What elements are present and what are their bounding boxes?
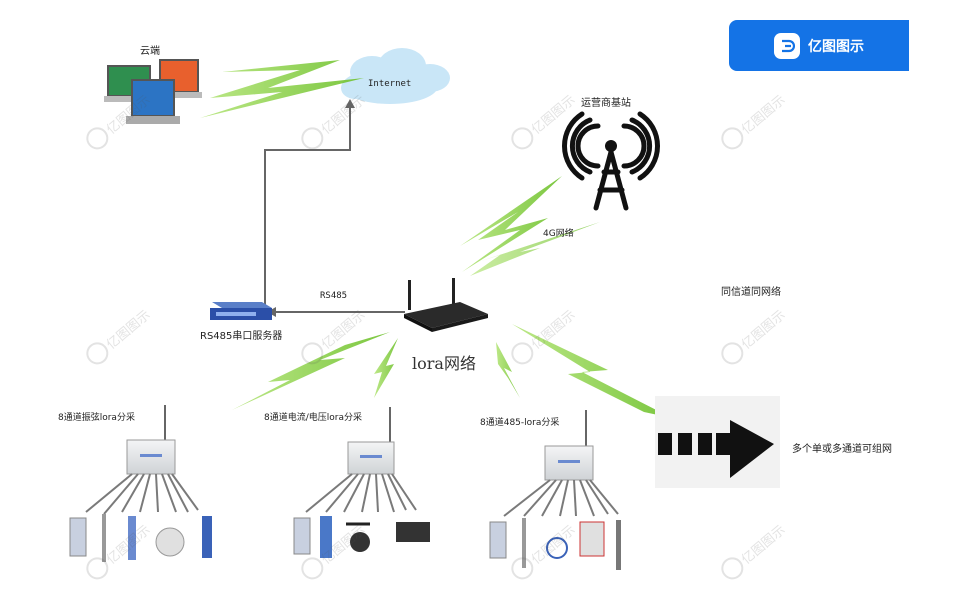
network-4g-label: 4G网络 — [543, 229, 574, 239]
lightning-4g-link — [460, 176, 562, 272]
rs485-label: RS485 — [320, 291, 348, 301]
internet-label: Internet — [368, 79, 412, 89]
lora-network-label: lora网络 — [412, 354, 476, 373]
collector-box-vibrating — [69, 405, 212, 562]
cloud-computers-icon — [104, 59, 202, 124]
lightning-lora-group — [512, 324, 672, 418]
lightning-cloud-link — [200, 60, 364, 118]
lightning-lora-left — [232, 332, 390, 410]
base-station-tower-icon — [562, 111, 660, 211]
internet-cloud-icon — [341, 48, 450, 104]
arrow-up-icon — [345, 99, 355, 108]
lora-router-icon — [404, 278, 488, 332]
lightning-lora-mid — [374, 338, 398, 398]
lightning-lora-right — [496, 342, 520, 398]
brand-badge: 亿图图示 — [729, 20, 909, 71]
collector-box-current — [293, 407, 430, 558]
brand-name: 亿图图示 — [808, 38, 864, 55]
server-to-internet-line — [264, 105, 351, 305]
group-network-arrow-icon — [655, 396, 780, 488]
channel-485-label: 8通道485-lora分采 — [480, 418, 560, 428]
lightning-4g-link-2 — [470, 222, 600, 276]
edraw-logo-icon — [774, 32, 800, 59]
base-station-label: 运营商基站 — [581, 98, 631, 109]
same-channel-label: 同信道同网络 — [721, 287, 781, 298]
rs485-server-label: RS485串口服务器 — [200, 331, 283, 342]
collector-box-485 — [489, 410, 621, 570]
group-network-label: 多个单或多通道可组网 — [792, 444, 892, 455]
rs485-serial-server-icon — [210, 302, 272, 320]
channel-current-label: 8通道电流/电压lora分采 — [264, 413, 362, 423]
cloud-end-label: 云端 — [140, 46, 160, 57]
channel-vibrating-label: 8通道振弦lora分采 — [58, 413, 135, 423]
